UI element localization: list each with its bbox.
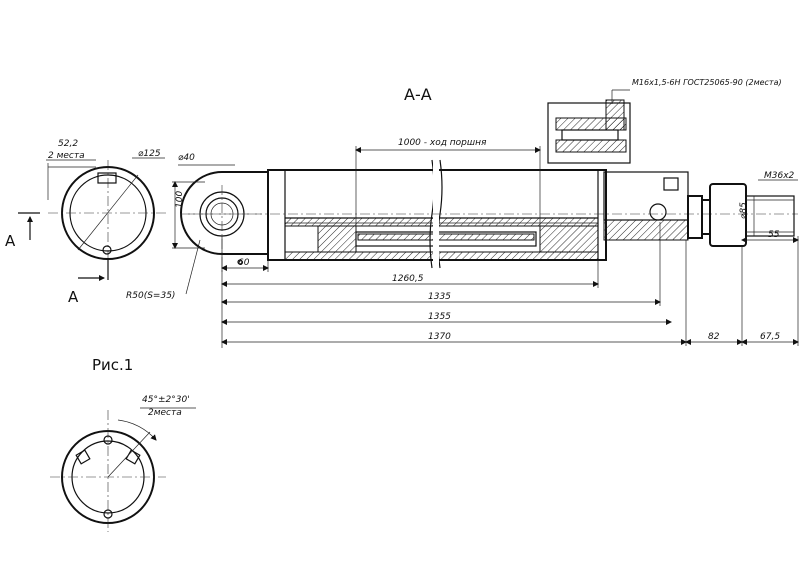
flange-end-view (46, 159, 168, 268)
stroke-label: 1000 - ход поршня (398, 138, 487, 148)
chamfer-label: 45°±2°30' (142, 395, 190, 405)
dim-1370: 1370 (428, 332, 451, 342)
cylinder-body (180, 159, 798, 269)
eye-bore-label: ⌀40 (178, 153, 195, 163)
bottom-dimensions (221, 222, 799, 348)
eye-height-label: 100 (175, 191, 185, 208)
section-mark-a-bottom: А (68, 288, 79, 306)
section-arrow-left (18, 212, 40, 240)
eye-radius-label: R50(S=35) (126, 291, 175, 301)
figure-1-view (50, 407, 196, 532)
stroke-dimension (355, 146, 541, 232)
slot-offset-label: 52,2 (58, 139, 78, 149)
section-title: А-А (404, 85, 432, 104)
slot-count-label: 2 места (48, 151, 85, 161)
rod-diameter-label: ⌀85 (739, 202, 749, 219)
figure-label: Рис.1 (92, 356, 133, 374)
rod-thread-label: M36x2 (764, 171, 795, 181)
dim-1335: 1335 (428, 292, 451, 302)
flange-diameter-label: ⌀125 (138, 149, 161, 159)
dim-82: 82 (708, 332, 720, 342)
section-mark-a-left: А (5, 232, 16, 250)
front-head (603, 171, 795, 247)
port-thread-label: M16x1,5-6H ГОСТ25065-90 (2места) (632, 78, 782, 87)
port-detail (547, 89, 631, 164)
dim-67-5: 67,5 (760, 332, 780, 342)
dim-55: 55 (768, 230, 780, 240)
chamfer-count-label: 2места (148, 408, 182, 418)
section-arrow-bottom (78, 258, 109, 281)
dim-1355: 1355 (428, 312, 451, 322)
rear-eye (172, 164, 269, 295)
dim-60: 60 (238, 258, 250, 268)
dim-1260-5: 1260,5 (392, 274, 424, 284)
